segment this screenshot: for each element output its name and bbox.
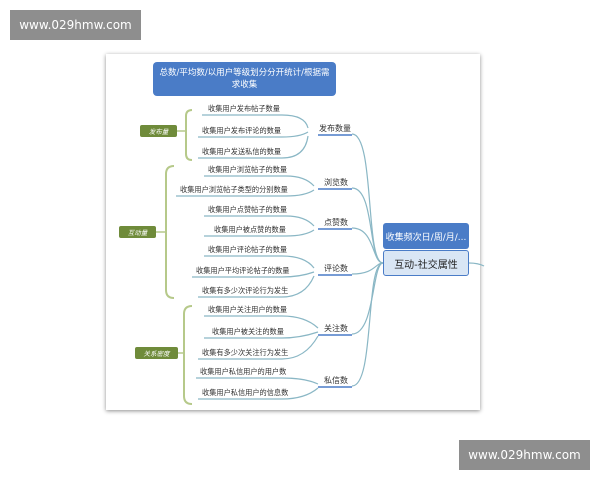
title-node: 总数/平均数/以用户等级划分分开统计/根据需求收集 [153,62,336,96]
leaf-line [176,189,315,197]
leaf-text: 收集用户评论帖子的数量 [208,245,287,254]
leaf-line [204,331,319,339]
bracket-ticks [156,130,186,354]
bracket-relation [183,305,193,405]
leaf-line [198,135,309,159]
leaf-line [198,387,319,400]
metric-line [351,187,384,264]
leaf-line [204,175,315,187]
leaf-text: 收集用户发布评论的数量 [202,126,281,135]
connectors [176,114,485,400]
leaf-line [204,315,319,329]
leaf-text: 收集用户被关注的数量 [212,327,284,336]
leaf-text: 收集有多少次评论行为发生 [202,286,288,295]
leaf-text: 收集用户私信用户的用户数 [200,367,286,376]
leaf-text: 收集有多少次关注行为发生 [202,348,288,357]
leaf-text: 收集用户发布帖子数量 [208,104,280,113]
leaf-line [202,114,309,129]
leaf-text: 收集用户浏览帖子类型的分别数量 [180,185,288,194]
metric-line [351,227,384,264]
metric-label: 发布数量 [319,123,351,133]
leaf-text: 收集用户浏览帖子的数量 [208,165,287,174]
leaf-line [196,377,319,385]
leaf-text: 收集用户被点赞的数量 [214,225,286,234]
metric-label: 评论数 [324,263,348,273]
leaf-text: 收集用户平均评论帖子的数量 [196,266,289,275]
group-tag-relation: 关系密度 [135,347,178,359]
leaf-text: 收集用户点赞帖子的数量 [208,205,287,214]
leaf-text: 收集用户发送私信的数量 [202,147,281,156]
leaf-line [192,271,315,278]
frequency-node: 收集频次日/周/月/... [383,223,469,249]
metric-line [351,133,384,264]
central-tail [468,262,485,267]
leaf-line [204,255,315,269]
leaf-line [198,131,309,138]
leaf-line [204,229,315,237]
metric-label: 浏览数 [324,177,348,187]
central-node: 互动-社交属性 [383,250,469,276]
group-tag-publish: 发布量 [140,125,177,137]
leaf-line [204,215,315,227]
metric-label: 私信数 [324,375,348,385]
leaf-text: 收集用户关注用户的数量 [208,305,287,314]
watermark-top: www.029hmw.com [10,10,141,40]
group-tag-interact: 互动量 [119,226,156,238]
metric-underlines [318,134,352,388]
leaf-text: 收集用户私信用户的信息数 [202,388,288,397]
group-brackets [165,109,193,405]
leaf-line [198,335,319,360]
leaf-line [198,275,315,298]
bracket-interact [165,165,175,299]
metric-line [351,262,384,387]
metric-label: 关注数 [324,323,348,333]
metric-label: 点赞数 [324,217,348,227]
watermark-bottom: www.029hmw.com [459,440,590,470]
bracket-publish [185,109,193,161]
